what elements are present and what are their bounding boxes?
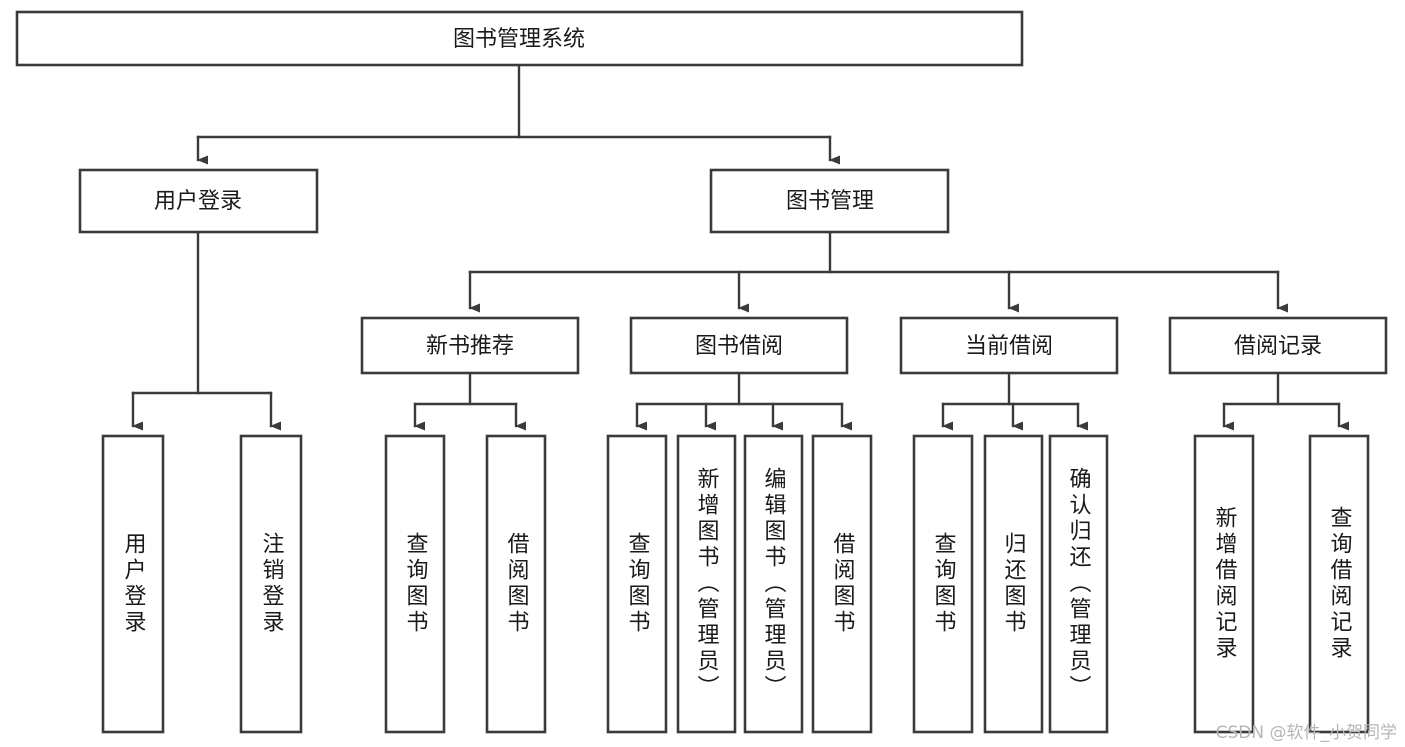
- node-leaf-logout-label: 注销登录: [259, 532, 285, 636]
- node-leaf-add-record-label: 新增借阅记录: [1212, 506, 1238, 662]
- node-leaf-query-book-1[interactable]: 查询图书: [384, 434, 446, 734]
- node-new-book-rec[interactable]: 新书推荐: [360, 316, 580, 375]
- node-book-manage-label: 图书管理: [786, 189, 874, 214]
- node-leaf-borrow-book-2-label: 借阅图书: [830, 532, 856, 636]
- node-leaf-logout[interactable]: 注销登录: [239, 434, 303, 734]
- node-root-label: 图书管理系统: [453, 27, 585, 52]
- edges-layer: [131, 63, 1349, 431]
- node-leaf-borrow-book-1-label: 借阅图书: [504, 532, 530, 636]
- node-borrow-record[interactable]: 借阅记录: [1168, 316, 1388, 375]
- node-root[interactable]: 图书管理系统: [15, 10, 1024, 67]
- node-current-borrow[interactable]: 当前借阅: [899, 316, 1119, 375]
- node-leaf-edit-book-label: 编辑图书（管理员）: [761, 467, 787, 701]
- node-new-book-rec-label: 新书推荐: [426, 334, 514, 359]
- node-leaf-confirm-return-label: 确认归还（管理员）: [1066, 467, 1092, 701]
- node-book-borrow[interactable]: 图书借阅: [629, 316, 849, 375]
- node-book-borrow-label: 图书借阅: [695, 334, 783, 359]
- node-leaf-confirm-return[interactable]: 确认归还（管理员）: [1048, 434, 1109, 734]
- node-leaf-query-record-label: 查询借阅记录: [1327, 506, 1353, 662]
- node-current-borrow-label: 当前借阅: [965, 334, 1053, 359]
- node-leaf-add-book-label: 新增图书（管理员）: [694, 467, 720, 701]
- node-borrow-record-label: 借阅记录: [1234, 334, 1322, 359]
- node-leaf-user-login-label: 用户登录: [121, 532, 147, 636]
- node-book-manage[interactable]: 图书管理: [709, 168, 950, 234]
- node-leaf-add-book[interactable]: 新增图书（管理员）: [676, 434, 737, 734]
- node-leaf-query-book-2[interactable]: 查询图书: [606, 434, 668, 734]
- node-leaf-query-record[interactable]: 查询借阅记录: [1308, 434, 1370, 734]
- node-leaf-borrow-book-1[interactable]: 借阅图书: [485, 434, 547, 734]
- node-user-login[interactable]: 用户登录: [78, 168, 319, 234]
- node-leaf-return-book[interactable]: 归还图书: [983, 434, 1044, 734]
- node-leaf-query-book-1-label: 查询图书: [403, 532, 429, 636]
- node-leaf-query-book-2-label: 查询图书: [625, 532, 651, 636]
- node-user-login-label: 用户登录: [154, 189, 242, 214]
- node-leaf-borrow-book-2[interactable]: 借阅图书: [811, 434, 873, 734]
- node-leaf-query-book-3[interactable]: 查询图书: [912, 434, 974, 734]
- node-leaf-query-book-3-label: 查询图书: [931, 532, 957, 636]
- node-leaf-user-login[interactable]: 用户登录: [101, 434, 165, 734]
- node-leaf-add-record[interactable]: 新增借阅记录: [1193, 434, 1255, 734]
- node-leaf-edit-book[interactable]: 编辑图书（管理员）: [743, 434, 804, 734]
- csdn-watermark: CSDN @软件_小贺同学: [1215, 723, 1397, 743]
- node-leaf-return-book-label: 归还图书: [1001, 532, 1027, 636]
